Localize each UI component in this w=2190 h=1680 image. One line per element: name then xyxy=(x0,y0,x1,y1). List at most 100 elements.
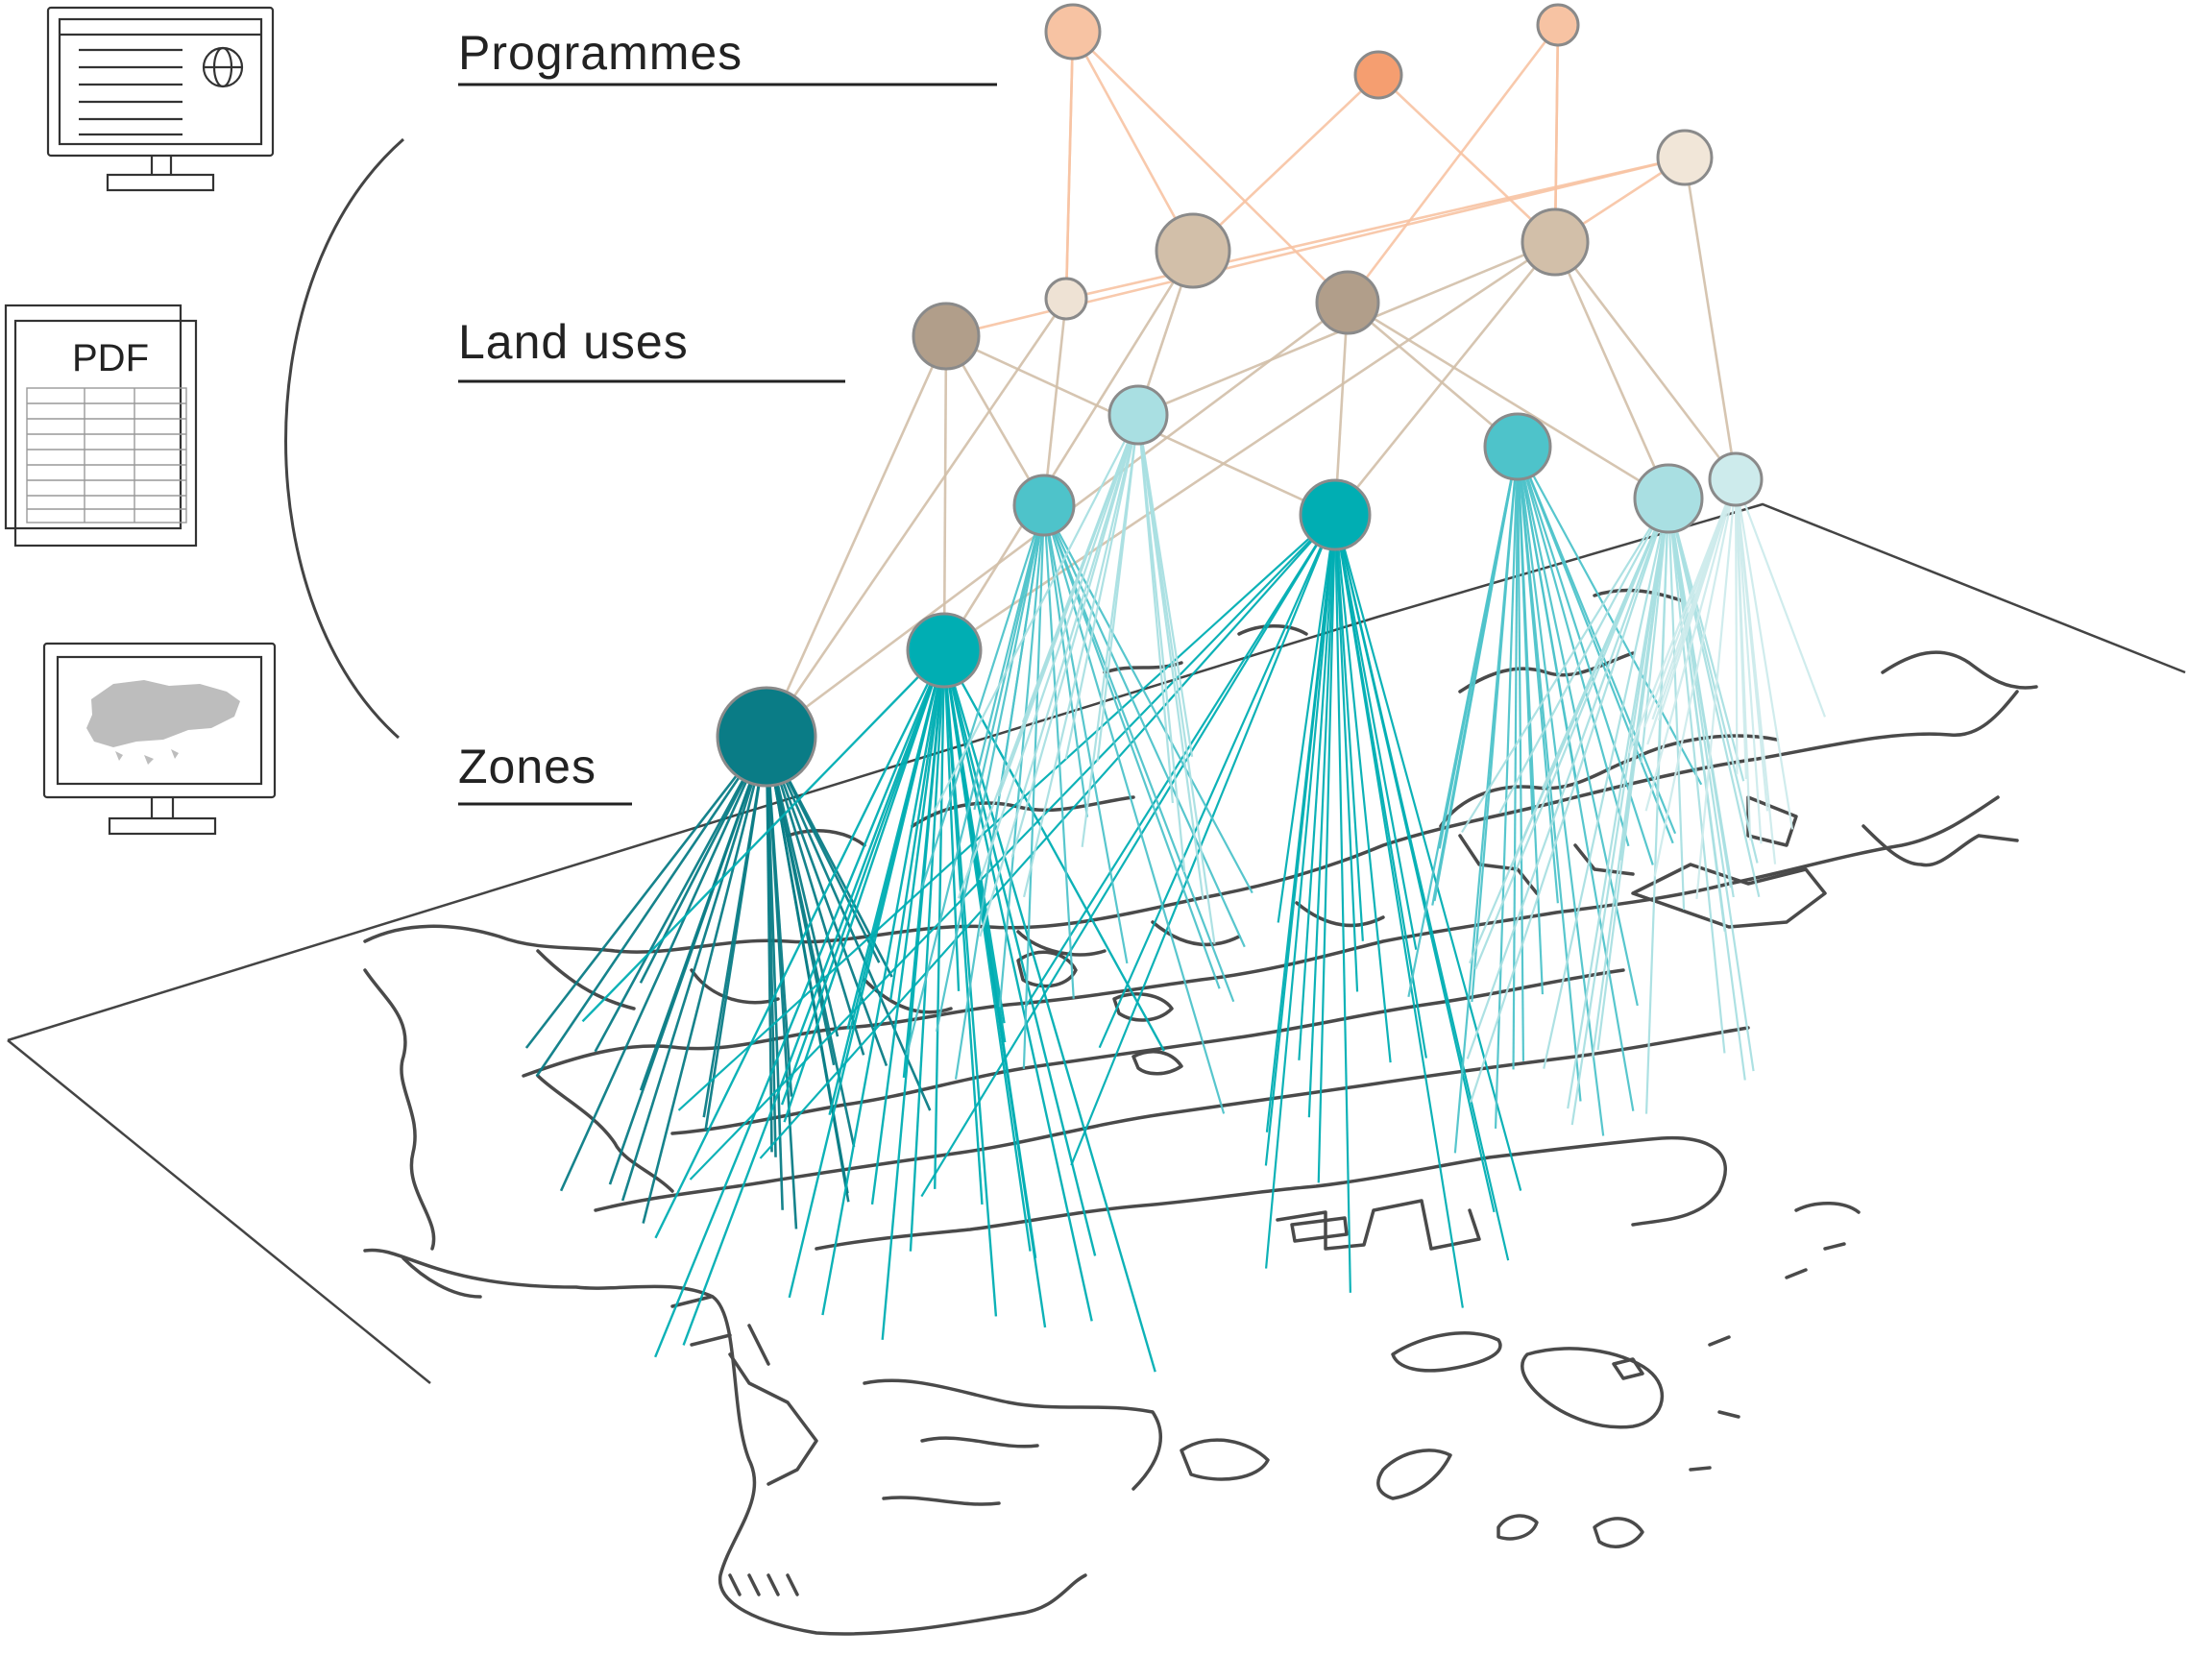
base-map xyxy=(7,502,2186,1636)
programme-node xyxy=(1536,3,1580,47)
zone-parcel-edge xyxy=(979,414,1140,937)
zone-parcel-edge xyxy=(1136,414,1216,944)
landuse-zone-edge xyxy=(1347,301,1669,500)
zone-parcel-edge xyxy=(1333,514,1364,941)
zone-parcel-edge xyxy=(1734,478,1747,780)
zone-node xyxy=(906,612,983,689)
zone-parcel-edge xyxy=(639,736,768,1091)
zone-parcel-edge xyxy=(1096,414,1140,762)
zone-parcel-edge xyxy=(1570,498,1670,1126)
layer-label-programmes: Programmes xyxy=(458,26,997,86)
land-uses-label: Land uses xyxy=(458,315,689,369)
zone-parcel-edge xyxy=(889,649,946,1000)
zone-node xyxy=(1107,384,1169,446)
landuse-zone-edge xyxy=(942,335,948,651)
zone-node xyxy=(716,686,817,788)
zone-parcel-edge xyxy=(642,736,768,1224)
zone-node xyxy=(1299,478,1372,551)
zone-parcel-edge xyxy=(1734,478,1739,775)
programme-landuse-edge xyxy=(1346,24,1560,304)
zone-parcel-edge xyxy=(780,649,946,1106)
zone-parcel-edge xyxy=(783,649,946,1123)
zone-parcel-edge xyxy=(1265,514,1337,1132)
zone-parcel-edge xyxy=(1333,514,1464,1308)
zone-parcel-edge xyxy=(1498,498,1669,815)
zone-parcel-edge xyxy=(1734,478,1763,844)
layer-label-zones: Zones xyxy=(458,740,632,806)
landuse-node xyxy=(1521,207,1590,277)
zone-parcel-edge xyxy=(1646,478,1738,745)
landuse-zone-edge xyxy=(1042,298,1068,506)
web-document-icon xyxy=(46,6,275,192)
zone-parcel-edge xyxy=(1517,446,1703,786)
zone-parcel-edge xyxy=(759,514,1336,1159)
programmes-label: Programmes xyxy=(458,26,742,80)
layer-label-land-uses: Land uses xyxy=(458,315,845,383)
zone-parcel-edge xyxy=(1317,514,1337,1183)
zone-parcel-edge xyxy=(1667,498,1686,911)
zone-parcel-edge xyxy=(1543,498,1670,1069)
landuse-node xyxy=(1044,277,1088,321)
programme-node xyxy=(1353,50,1403,100)
zone-parcel-edge xyxy=(1516,446,1639,1007)
zone-parcel-edge xyxy=(1512,446,1520,1070)
zone-parcel-edge xyxy=(677,514,1336,1111)
zones-label: Zones xyxy=(458,740,596,793)
zone-parcel-edge xyxy=(1042,504,1129,964)
map-screen-icon xyxy=(42,642,277,836)
landuse-node xyxy=(1315,270,1380,335)
zone-parcel-edge xyxy=(1333,514,1392,1063)
zone-parcel-edge xyxy=(594,736,768,1053)
zone-parcel-edge xyxy=(979,414,1140,881)
zone-parcel-edge xyxy=(1471,446,1520,1003)
zone-parcel-edge xyxy=(1043,504,1253,894)
zone-parcel-edge xyxy=(942,649,1097,1256)
zone-parcel-edge xyxy=(870,649,946,1205)
programme-landuse-edge xyxy=(1553,24,1560,243)
zone-parcel-edge xyxy=(828,649,946,1116)
zone-parcel-edge xyxy=(654,649,946,1358)
zone-parcel-edge xyxy=(765,736,888,1067)
zone-parcel-edge xyxy=(1640,498,1670,764)
zone-node xyxy=(1012,474,1076,537)
programme-landuse-edge xyxy=(1065,156,1686,301)
singapore-map-outline xyxy=(363,588,2038,1636)
zone-parcel-edge xyxy=(1022,414,1140,898)
zone-parcel-edge xyxy=(620,736,768,1202)
zone-parcel-edge xyxy=(1667,498,1726,1054)
zone-parcel-edge xyxy=(1734,478,1794,830)
zone-parcel-edge xyxy=(689,514,1336,1181)
zone-parcel-edge xyxy=(920,504,1046,889)
zone-parcel-edge xyxy=(902,649,946,1078)
zone-parcel-edge xyxy=(702,736,768,1118)
zone-parcel-edge xyxy=(936,504,1046,1033)
zone-node xyxy=(1483,412,1552,481)
zone-parcel-edge xyxy=(1136,414,1175,804)
zone-parcel-edge xyxy=(1667,498,1755,1072)
zone-parcel-edge xyxy=(1667,498,1735,898)
pdf-table-icon: PDF xyxy=(4,304,198,548)
zone-parcel-edge xyxy=(909,649,946,1252)
zone-parcel-edge xyxy=(821,649,946,1316)
zone-parcel-edge xyxy=(1333,514,1510,1261)
landuse-zone-edge xyxy=(942,250,1195,651)
programme-landuse-edge xyxy=(1064,31,1075,300)
globe-icon xyxy=(202,46,244,88)
zone-parcel-edge xyxy=(1644,478,1738,812)
zone-parcel-edge xyxy=(765,736,865,1056)
zone-parcel-edge xyxy=(1695,478,1738,900)
zone-parcel-edge xyxy=(1461,498,1669,833)
zone-parcel-edge xyxy=(942,649,1093,1322)
landuse-node xyxy=(1155,212,1231,289)
programme-node xyxy=(1044,3,1102,61)
landuse-zone-edge xyxy=(765,298,1068,738)
zone-parcel-edge xyxy=(765,736,777,1157)
zone-parcel-edge xyxy=(1734,478,1827,718)
zone-parcel-edge xyxy=(1653,478,1738,877)
zone-parcel-edge xyxy=(1298,514,1337,1060)
zone-parcel-edge xyxy=(1468,498,1670,964)
zone-parcel-edge xyxy=(906,504,1046,1056)
landuse-zone-edge xyxy=(1553,241,1670,499)
zone-parcel-edge xyxy=(933,414,1139,813)
